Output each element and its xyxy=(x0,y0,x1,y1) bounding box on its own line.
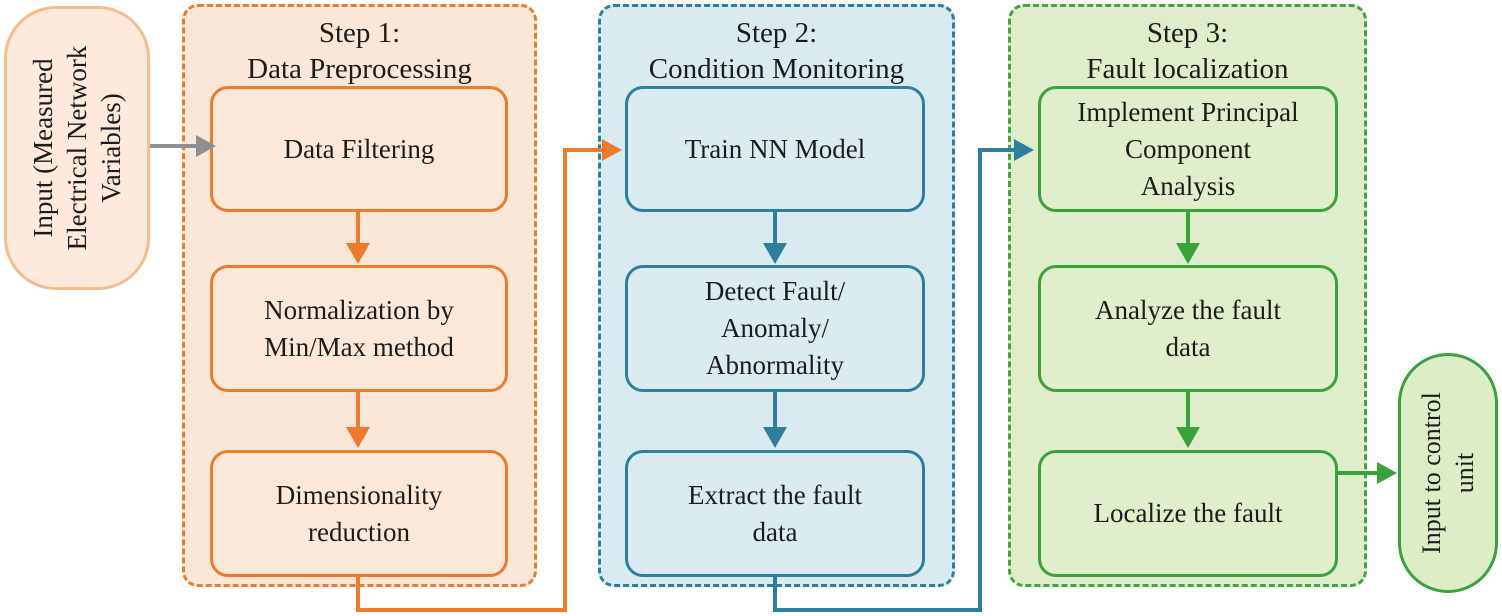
output-node: Input to control unit xyxy=(1398,353,1498,593)
box-train-nn-model: Train NN Model xyxy=(625,86,925,212)
box-dimensionality-reduction: Dimensionality reduction xyxy=(210,450,508,577)
box-data-filtering: Data Filtering xyxy=(210,86,508,212)
box-analyze-fault-data: Analyze the fault data xyxy=(1038,265,1338,392)
step-1-title: Step 1: Data Preprocessing xyxy=(247,17,472,85)
box-implement-pca: Implement Principal Component Analysis xyxy=(1038,86,1338,212)
input-node-label: Input (Measured Electrical Network Varia… xyxy=(28,45,126,251)
box-localize-fault: Localize the fault xyxy=(1038,450,1338,577)
box-normalization: Normalization by Min/Max method xyxy=(210,265,508,392)
step-3-title: Step 3: Fault localization xyxy=(1086,17,1289,85)
step-2-title: Step 2: Condition Monitoring xyxy=(648,17,905,85)
box-extract-fault-data: Extract the fault data xyxy=(625,450,925,577)
box-detect-fault: Detect Fault/ Anomaly/ Abnormality xyxy=(625,265,925,392)
input-node: Input (Measured Electrical Network Varia… xyxy=(4,6,150,290)
output-node-label: Input to control unit xyxy=(1417,392,1479,554)
